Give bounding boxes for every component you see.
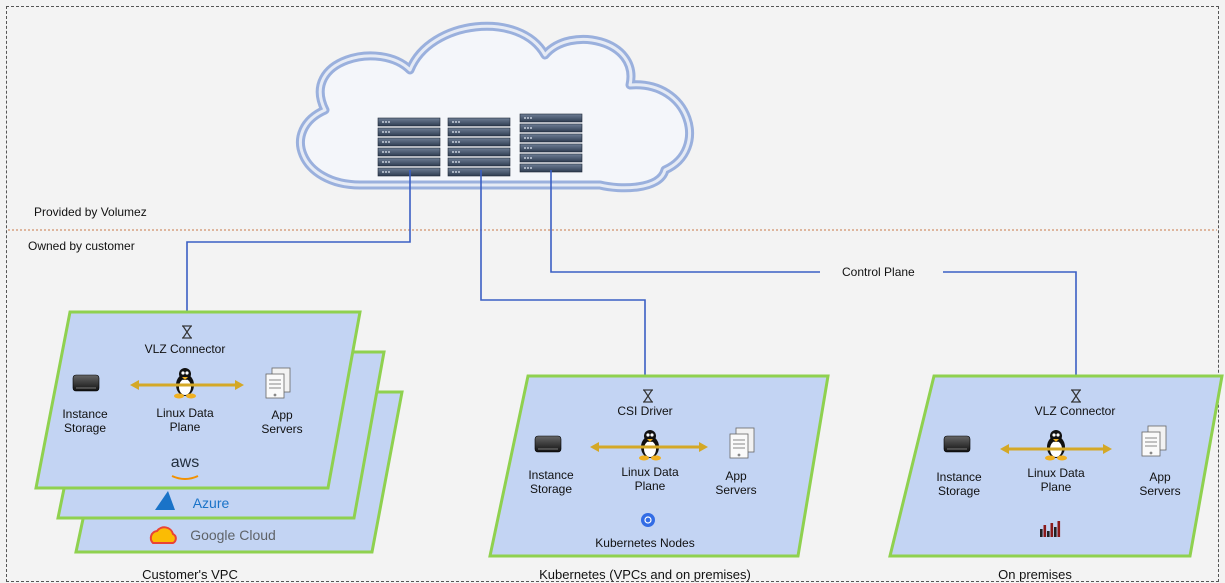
kubernetes-data-arrow bbox=[590, 442, 708, 452]
control-plane-lines bbox=[186, 170, 1077, 380]
kubernetes-connector-icon bbox=[643, 389, 653, 403]
server-racks bbox=[377, 113, 583, 177]
onprem-connector-label: VLZ Connector bbox=[1034, 404, 1116, 418]
customer-label: Owned by customer bbox=[28, 239, 135, 253]
vpc-app-server-icon bbox=[265, 367, 291, 399]
vpc-connector-icon bbox=[182, 325, 192, 339]
server-rack-1 bbox=[377, 117, 441, 177]
vpc-storage-icon bbox=[72, 374, 100, 392]
kubernetes-storage-icon bbox=[534, 435, 562, 453]
kubernetes-connector-label: CSI Driver bbox=[617, 404, 673, 418]
provider-label: Provided by Volumez bbox=[34, 205, 147, 219]
onprem-app-server-icon bbox=[1141, 425, 1167, 457]
control-plane-label: Control Plane bbox=[842, 265, 915, 279]
volumez-cloud bbox=[296, 21, 694, 193]
server-rack-3 bbox=[519, 113, 583, 173]
vpc-connector-label: VLZ Connector bbox=[144, 342, 226, 356]
onprem-connection-line-left bbox=[550, 170, 820, 273]
kubernetes-nodes-label: Kubernetes Nodes bbox=[595, 536, 695, 550]
kubernetes-connection-line bbox=[480, 170, 646, 380]
onprem-data-arrow bbox=[1000, 444, 1112, 454]
vpc-connection-line bbox=[186, 170, 411, 318]
onprem-connector-icon bbox=[1071, 389, 1081, 403]
vpc-panel-aws bbox=[34, 310, 362, 490]
google-cloud-logo: Google Cloud bbox=[190, 527, 276, 543]
google-cloud-icon bbox=[149, 526, 177, 544]
vpc-caption: Customer's VPC bbox=[142, 567, 238, 582]
kubernetes-panel bbox=[488, 374, 830, 558]
onprem-datacenter-icon bbox=[1040, 521, 1061, 537]
aws-smile-icon bbox=[171, 475, 199, 480]
vpc-data-arrow bbox=[130, 380, 244, 390]
kubernetes-icon bbox=[641, 513, 655, 527]
onprem-storage-icon bbox=[943, 435, 971, 453]
kubernetes-caption: Kubernetes (VPCs and on premises) bbox=[539, 567, 751, 582]
onprem-panel bbox=[888, 374, 1224, 558]
kubernetes-app-server-icon bbox=[729, 427, 755, 459]
diagram-frame bbox=[6, 6, 1219, 582]
onprem-connection-line-right bbox=[943, 271, 1077, 378]
aws-logo: aws bbox=[170, 454, 200, 471]
server-rack-2 bbox=[447, 117, 511, 177]
azure-logo: Azure bbox=[192, 495, 230, 511]
azure-icon bbox=[155, 491, 175, 510]
onprem-caption: On premises bbox=[998, 567, 1072, 582]
vpc-panel-stack bbox=[34, 310, 404, 554]
